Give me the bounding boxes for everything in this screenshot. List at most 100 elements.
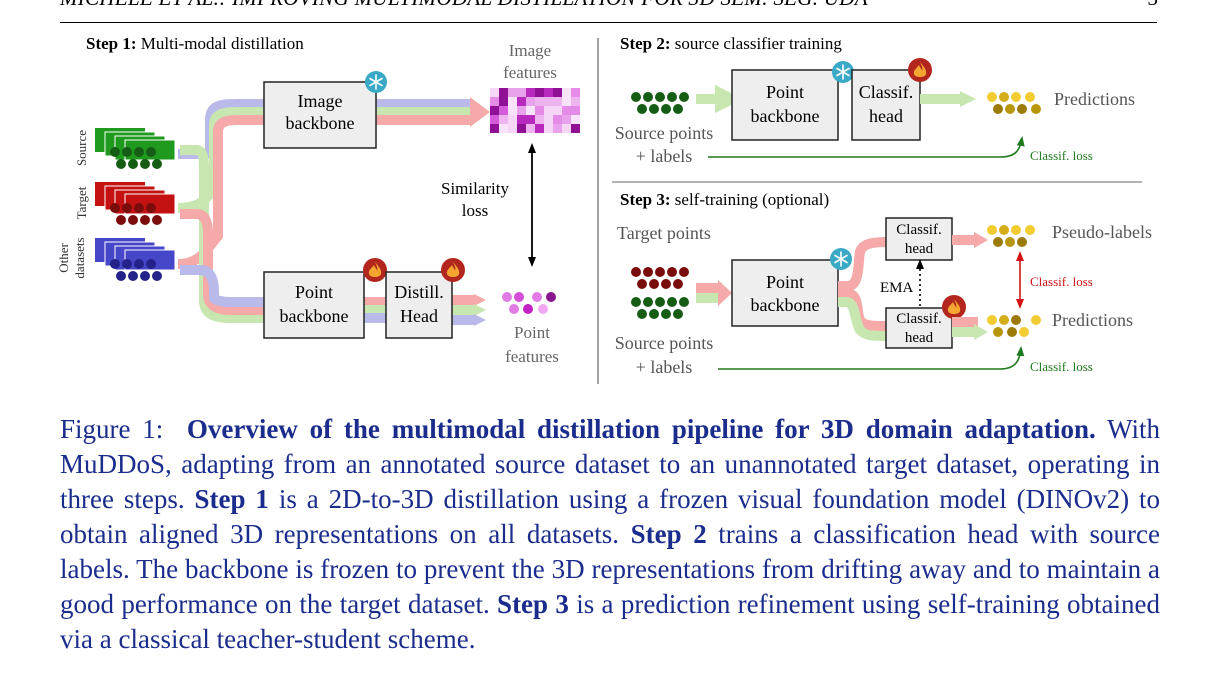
- distill-head-box: [385, 271, 453, 339]
- feature-cell: [499, 88, 508, 97]
- feature-cell: [508, 124, 517, 133]
- feature-cell: [508, 97, 517, 106]
- feature-cell: [535, 97, 544, 106]
- feature-cell: [526, 124, 535, 133]
- feature-cell: [553, 106, 562, 115]
- image-backbone-box: [263, 81, 377, 149]
- step2-classif-loss-label: Classif. loss: [1030, 148, 1093, 163]
- source-image-stack: [95, 128, 176, 161]
- running-title: MICHELE ET AL.: IMPROVING MULTIMODAL DIS…: [60, 0, 868, 11]
- pseudo-labels-label: Pseudo-labels: [1052, 222, 1152, 242]
- header-rule: [60, 22, 1157, 23]
- image-backbone-label-2: backbone: [286, 113, 355, 133]
- feature-cell: [490, 97, 499, 106]
- step3-point-backbone-label-2: backbone: [751, 295, 820, 315]
- caption-sentence-1: With MuDDoS, adapting from an annotated …: [60, 414, 1161, 514]
- feature-cell: [490, 124, 499, 133]
- step2-flow-1: [696, 84, 744, 114]
- target-points-label: Target points: [617, 223, 711, 243]
- classif-head-box-step2: [851, 69, 921, 141]
- feature-cell: [553, 115, 562, 124]
- other-point-cloud: [110, 259, 162, 281]
- step2-classif-head-label-2: head: [869, 106, 903, 126]
- feature-cell: [535, 124, 544, 133]
- feature-cell: [562, 106, 571, 115]
- teacher-output-arrowhead: [974, 232, 988, 248]
- step1-flow-arrowheads: [470, 97, 490, 326]
- feature-cell: [562, 97, 571, 106]
- running-header: MICHELE ET AL.: IMPROVING MULTIMODAL DIS…: [60, 0, 1160, 16]
- feature-cell: [562, 124, 571, 133]
- step2-classif-head-label-1: Classif.: [859, 82, 914, 102]
- source-point-cloud: [110, 147, 162, 169]
- student-classif-head-label-1: Classif.: [896, 311, 941, 327]
- step1-title: Step 1: Multi-modal distillation: [86, 34, 304, 53]
- snowflake-icon: [829, 247, 853, 271]
- feature-cell: [535, 88, 544, 97]
- similarity-label-1: Similarity: [441, 179, 510, 198]
- step3-title: Step 3: self-training (optional): [620, 190, 829, 209]
- step3-source-points-label-2: + labels: [636, 357, 693, 377]
- feature-cell: [544, 124, 553, 133]
- step2-source-points: [631, 92, 689, 114]
- step2-source-points-label-1: Source points: [615, 123, 714, 143]
- pipeline-figure: Step 1: Multi-modal distillation Source …: [56, 34, 1152, 384]
- feature-cell: [571, 115, 580, 124]
- feature-cell: [499, 97, 508, 106]
- step3-input-flows: [696, 280, 732, 306]
- fire-icon: [441, 258, 465, 282]
- step1-flows: [177, 99, 476, 325]
- step2-flow-arrowhead: [960, 91, 976, 107]
- feature-cell: [553, 88, 562, 97]
- feature-cell: [571, 88, 580, 97]
- step2-predictions-label: Predictions: [1054, 89, 1135, 109]
- feature-cell: [499, 115, 508, 124]
- image-features-label-1: Image: [509, 41, 551, 60]
- step3-split-flows: [838, 237, 887, 341]
- feature-cell: [499, 106, 508, 115]
- caption-sentence-2: is a 2D-to-3D distillation using a froze…: [60, 484, 1161, 549]
- teacher-classif-head-box: [885, 217, 953, 261]
- feature-cell: [508, 115, 517, 124]
- other-datasets-label-2: datasets: [72, 237, 87, 278]
- feature-cell: [544, 106, 553, 115]
- caption-title: Overview of the multimodal distillation …: [186, 414, 1096, 444]
- step3-target-points: [631, 267, 689, 289]
- step3-panel: Step 3: self-training (optional) Target …: [615, 190, 1152, 377]
- other-datasets-label-1: Other: [56, 243, 71, 273]
- feature-cell: [553, 97, 562, 106]
- feature-cell: [544, 88, 553, 97]
- step3-classif-loss-arrow: [718, 346, 1025, 370]
- step3-predictions-dots: [987, 315, 1041, 337]
- step3-predictions-label: Predictions: [1052, 310, 1133, 330]
- ema-label: EMA: [880, 280, 914, 296]
- feature-cell: [517, 97, 526, 106]
- feature-cell: [562, 115, 571, 124]
- point-features-label-1: Point: [514, 323, 550, 342]
- caption-sentence-3: trains a classification head with source…: [60, 519, 1161, 619]
- student-classif-head-label-2: head: [905, 330, 934, 346]
- step3-source-points-label-1: Source points: [615, 333, 714, 353]
- feature-cell: [499, 124, 508, 133]
- teacher-classif-head-label-1: Classif.: [896, 222, 941, 238]
- point-backbone-box-step3: [731, 259, 839, 327]
- feature-cell: [517, 88, 526, 97]
- feature-cell: [544, 115, 553, 124]
- target-label: Target: [74, 186, 89, 219]
- feature-cell: [490, 106, 499, 115]
- feature-cell: [508, 88, 517, 97]
- figure-caption: Figure 1: Overview of the multimodal dis…: [60, 412, 1160, 657]
- feature-cell: [535, 115, 544, 124]
- distill-head-label-1: Distill.: [394, 282, 444, 302]
- caption-step1: Step 1: [194, 484, 269, 514]
- feature-cell: [553, 124, 562, 133]
- caption-step2: Step 2: [630, 519, 707, 549]
- step2-classif-loss-arrow: [708, 136, 1025, 158]
- source-label: Source: [74, 130, 89, 166]
- feature-cell: [544, 97, 553, 106]
- feature-cell: [517, 115, 526, 124]
- step3-classif-loss-red-label: Classif. loss: [1030, 274, 1093, 289]
- step2-predictions-dots: [987, 92, 1041, 114]
- image-features-label-2: features: [503, 63, 557, 82]
- pseudo-label-dots: [987, 225, 1035, 247]
